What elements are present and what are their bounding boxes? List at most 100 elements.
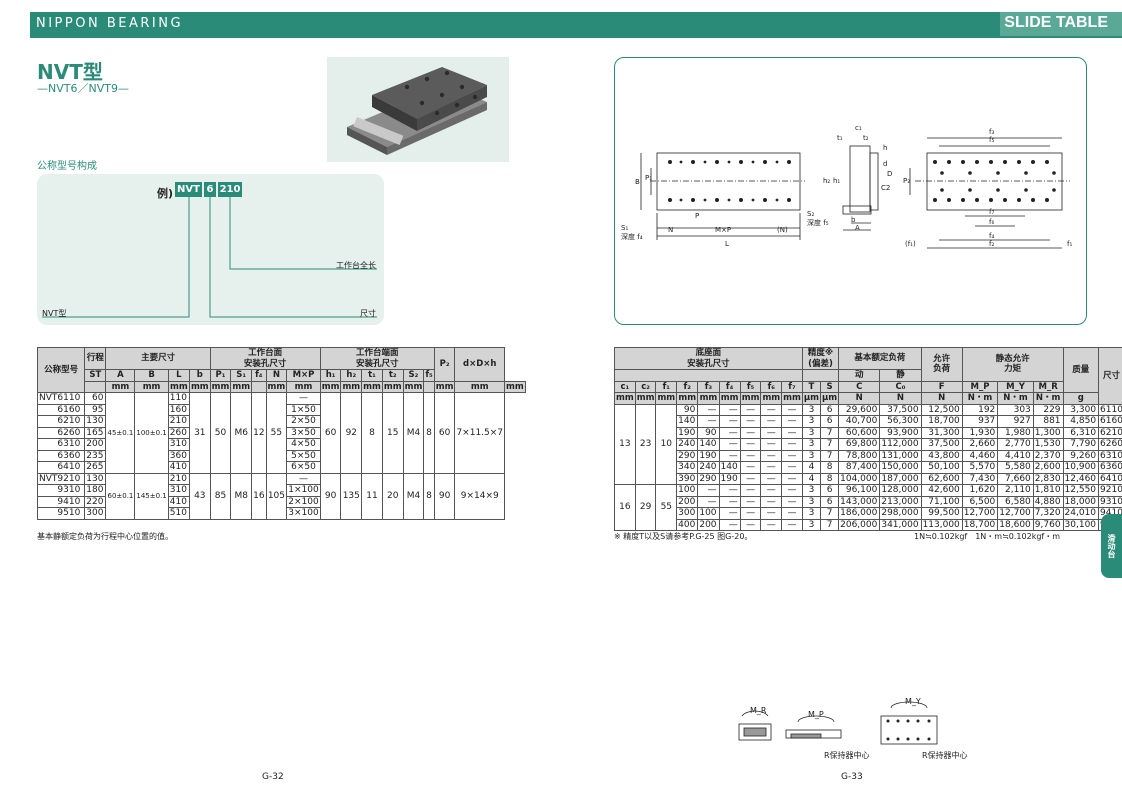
product-photo (327, 57, 509, 162)
cell-mass: 4,850 (1062, 415, 1100, 428)
col-0: ST (84, 369, 107, 382)
cell-t1: 8 (361, 392, 383, 474)
cell-l: 110 (167, 392, 190, 405)
cell-f3: 190 (697, 449, 720, 462)
runit-0: mm (614, 392, 636, 405)
svg-text:f₇: f₇ (989, 208, 994, 216)
cell-mp: 6,500 (961, 495, 999, 508)
cell-f4: 12 (251, 392, 267, 474)
col-10: h₁ (319, 369, 342, 382)
cell-s1: M6 (230, 392, 253, 474)
cell-l: 410 (167, 495, 190, 508)
cell-s: 8 (819, 472, 840, 485)
cell-f7: — (781, 495, 803, 508)
runit-17: g (1062, 392, 1100, 405)
runit-6: mm (739, 392, 762, 405)
cell-f5: — (739, 484, 762, 497)
cell-s: 7 (819, 449, 840, 462)
cell-f2: 200 (676, 495, 699, 508)
cell-t: 3 (801, 518, 822, 531)
cell-mr: 1,300 (1032, 426, 1064, 439)
runit-1: mm (634, 392, 657, 405)
runit-14: N・m (961, 392, 999, 405)
cell-c2: 29 (634, 484, 657, 531)
svg-text:C2: C2 (881, 184, 890, 192)
cell-f6: — (760, 507, 783, 520)
svg-text:f₅: f₅ (989, 136, 994, 144)
cell-f7: — (781, 403, 803, 416)
cell-f5: — (739, 472, 762, 485)
svg-text:S₁: S₁ (621, 224, 628, 232)
cell-st: 200 (84, 438, 107, 451)
cell-my: 4,410 (997, 449, 1034, 462)
cell-model: 6310 (36, 438, 86, 451)
cell-st: 220 (84, 495, 107, 508)
svg-text:(f₁): (f₁) (905, 240, 916, 248)
cell-mp: 192 (961, 403, 999, 416)
cell-c0: 128,000 (879, 484, 922, 497)
unit-5: mm (230, 380, 253, 393)
cell-f2: 400 (676, 518, 699, 531)
cell-s1: M8 (230, 472, 253, 520)
cell-f: 31,300 (920, 426, 963, 439)
unit-3: mm (188, 380, 211, 393)
svg-text:t₂: t₂ (863, 134, 869, 142)
cell-f5: 8 (423, 472, 435, 520)
cell-f3: — (697, 403, 720, 416)
left-footnote: 基本静额定负荷为行程中心位置的值。 (37, 532, 173, 541)
page-title: NVT型 (37, 60, 103, 84)
cell-mass: 7,790 (1062, 438, 1100, 451)
cell-f4: — (718, 403, 741, 416)
cell-t: 3 (801, 426, 822, 439)
cell-mp: 12,700 (961, 507, 999, 520)
base-mount-spacer (614, 369, 803, 382)
cell-mp: 1,620 (961, 484, 999, 497)
col-end-mount: 工作台端面 安装孔尺寸 (319, 347, 435, 370)
cell-f3: 200 (697, 518, 720, 531)
cell-f6: — (760, 461, 783, 474)
cell-mass: 30,100 (1062, 518, 1100, 531)
cell-mr: 7,320 (1032, 507, 1064, 520)
cell-c1: 13 (614, 403, 636, 485)
cell-c0: 298,000 (879, 507, 922, 520)
cell-f6: — (760, 484, 783, 497)
cell-mass: 9,260 (1062, 449, 1100, 462)
cell-n: 105 (265, 472, 288, 520)
cell-f3: 90 (697, 426, 720, 439)
cell-c: 87,400 (838, 461, 881, 474)
cell-st: 180 (84, 484, 107, 497)
cell-t1: 11 (361, 472, 383, 520)
cell-n: 55 (265, 392, 288, 474)
cell-f4: — (718, 495, 741, 508)
cell-h1: 90 (319, 472, 342, 520)
cell-t: 3 (801, 438, 822, 451)
composition-leader-lines (42, 197, 377, 318)
cell-mp: 937 (961, 415, 999, 428)
cell-f: 99,500 (920, 507, 963, 520)
cell-f3: 100 (697, 507, 720, 520)
cell-mp: 7,430 (961, 472, 999, 485)
cell-p2: 60 (433, 392, 456, 474)
cell-f: 43,800 (920, 449, 963, 462)
code-type: NVT (175, 182, 202, 197)
cell-h2: 92 (340, 392, 363, 474)
col-13: t₂ (381, 369, 404, 382)
cell-l: 260 (167, 426, 190, 439)
page-number-left: G-32 (262, 772, 284, 782)
cell-f2: 240 (676, 438, 699, 451)
rcol-12: C₀ (879, 380, 922, 393)
svg-text:N: N (668, 226, 673, 234)
cell-my: 7,660 (997, 472, 1034, 485)
unit-blank (84, 380, 107, 393)
cell-s: 7 (819, 438, 840, 451)
cell-my: 2,770 (997, 438, 1034, 451)
header-band-right (1000, 12, 1122, 36)
cell-s: 6 (819, 484, 840, 497)
svg-text:t₁: t₁ (837, 134, 843, 142)
cell-mp: 5×50 (286, 449, 321, 462)
rcol-16: M_R (1032, 380, 1064, 393)
